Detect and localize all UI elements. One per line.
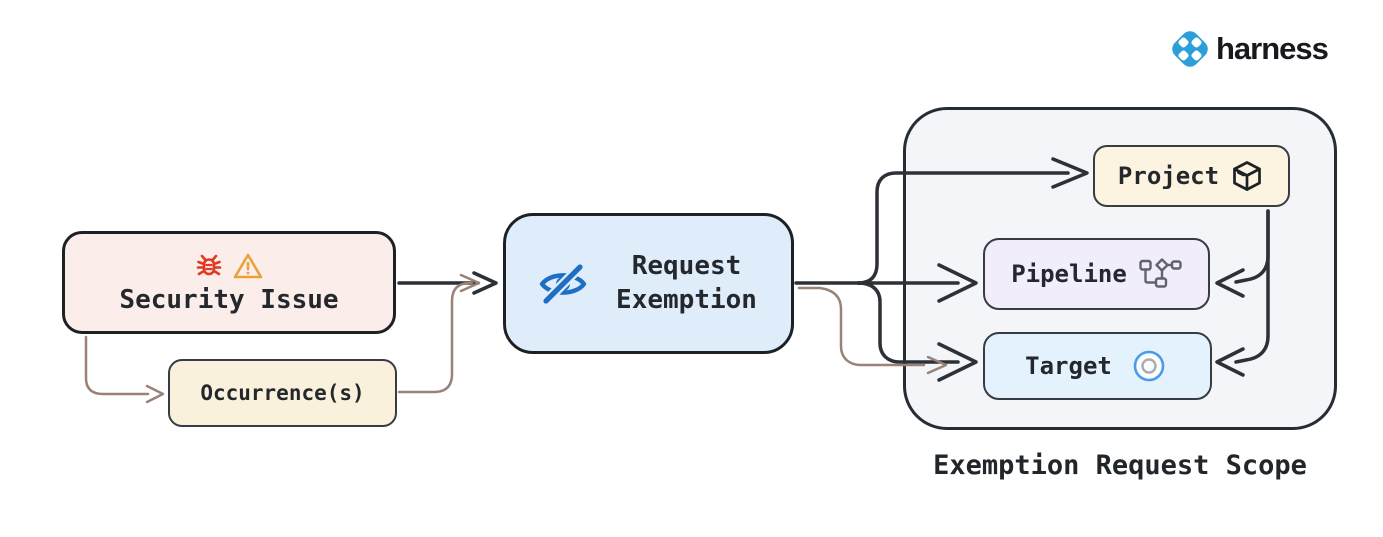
package-icon — [1229, 158, 1265, 194]
target-label: Target — [1025, 352, 1112, 380]
security-issue-icons — [194, 251, 264, 281]
node-pipeline: Pipeline — [983, 238, 1210, 310]
node-security-issue: Security Issue — [62, 231, 396, 334]
node-occurrences: Occurrence(s) — [168, 359, 397, 427]
security-issue-label: Security Issue — [119, 284, 339, 315]
pipeline-icon — [1138, 257, 1182, 291]
arrowhead-request — [472, 271, 498, 295]
brand-logo: harness — [1167, 26, 1329, 72]
bug-icon — [194, 251, 224, 281]
node-request-exemption: Request Exemption — [503, 213, 794, 354]
warning-icon — [232, 251, 264, 281]
scope-label: Exemption Request Scope — [933, 450, 1307, 481]
target-icon — [1128, 345, 1170, 387]
edge-occurrences-to-request — [397, 281, 474, 394]
edge-security-to-occurrences — [84, 335, 150, 396]
occurrences-label: Occurrence(s) — [200, 381, 365, 405]
eye-off-icon — [535, 256, 591, 312]
node-target: Target — [983, 332, 1212, 400]
pipeline-label: Pipeline — [1011, 260, 1127, 288]
project-label: Project — [1117, 162, 1220, 190]
node-project: Project — [1093, 145, 1290, 207]
harness-logo-icon — [1167, 26, 1213, 72]
request-exemption-label: Request Exemption — [616, 250, 757, 315]
arrowhead-request-brown — [459, 273, 481, 293]
arrowhead-occurrences — [145, 384, 165, 404]
brand-name: harness — [1216, 31, 1329, 66]
